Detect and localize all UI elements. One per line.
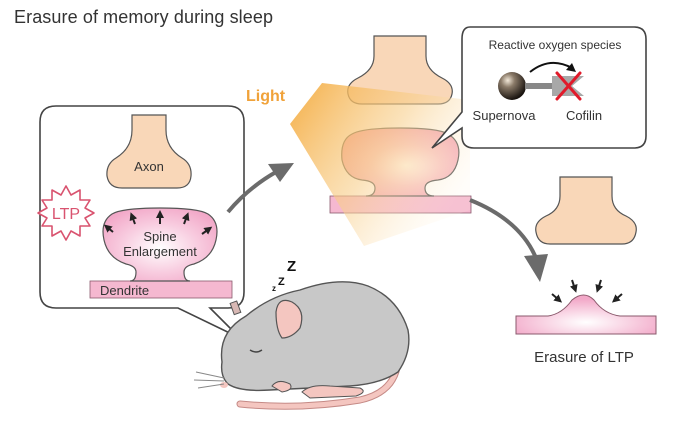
mouse-whiskers xyxy=(193,371,225,389)
inset-axon xyxy=(106,114,192,189)
illuminated-synapse: Light xyxy=(246,35,472,246)
mouse-tail-fill xyxy=(237,357,401,409)
light-label: Light xyxy=(246,88,286,105)
mouse-closed-eye xyxy=(249,349,263,353)
shrink-arrows xyxy=(551,279,623,303)
sleep-z-small: z xyxy=(272,284,276,293)
spine-label-line1: Spine xyxy=(143,229,176,244)
progress-arrow-1-head xyxy=(268,163,294,182)
ltp-inset: Axon Dendrite Spine Enlargement LTP xyxy=(37,105,245,339)
shrink-arrow xyxy=(595,279,604,293)
expansion-arrow xyxy=(129,212,138,225)
sleeping-mouse: z Z Z xyxy=(193,258,410,410)
ltp-starburst xyxy=(37,185,95,241)
dendrite-label: Dendrite xyxy=(100,283,149,298)
expansion-arrow xyxy=(103,224,114,233)
shrink-arrow xyxy=(569,279,578,293)
shrink-arrow xyxy=(611,293,623,303)
erased-dendrite-bump xyxy=(515,294,657,335)
spine-label-line2: Enlargement xyxy=(123,244,197,259)
expansion-arrow xyxy=(201,226,213,235)
erasure-label: Erasure of LTP xyxy=(534,349,634,366)
ros-callout: Reactive oxygen species Supernova Cofili… xyxy=(431,26,647,149)
mouse-nose xyxy=(220,382,228,388)
sleep-z-mid: Z xyxy=(278,276,285,288)
ltp-label: LTP xyxy=(52,206,80,223)
cofilin-label: Cofilin xyxy=(566,108,602,123)
ros-curved-arrow xyxy=(529,61,573,73)
mouse-back-paw xyxy=(301,385,364,399)
diagram-title: Erasure of memory during sleep xyxy=(14,7,274,27)
erased-synapse: Erasure of LTP xyxy=(515,176,657,366)
progress-arrow-1 xyxy=(226,170,277,214)
mouse-ear xyxy=(275,299,303,339)
inset-spine xyxy=(102,207,218,282)
sleep-z-big: Z xyxy=(287,258,296,275)
mouse-front-paw xyxy=(271,380,292,393)
erased-axon xyxy=(535,176,637,245)
ros-heading: Reactive oxygen species xyxy=(489,38,622,52)
inhibition-cross-icon xyxy=(555,71,582,101)
expansion-arrow xyxy=(181,212,190,225)
supernova-label: Supernova xyxy=(473,108,537,123)
spine-expansion-arrows xyxy=(103,210,213,235)
ros-curved-arrow-head xyxy=(566,63,576,72)
optic-fiber-implant xyxy=(229,300,242,316)
mouse-body xyxy=(220,281,410,392)
supernova-linker xyxy=(525,83,555,89)
light-beam xyxy=(290,83,470,246)
shrink-arrow xyxy=(551,293,563,303)
progress-arrow-2 xyxy=(469,198,538,259)
supernova-molecule xyxy=(498,72,526,100)
progress-arrow-2-head xyxy=(524,254,548,282)
axon-label: Axon xyxy=(134,159,164,174)
